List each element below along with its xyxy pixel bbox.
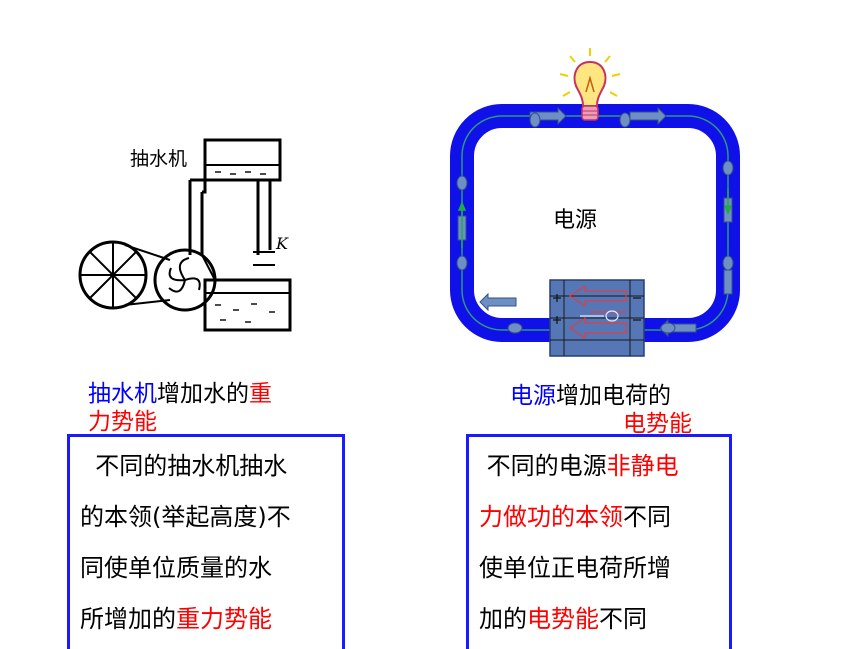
right-caption-key: 电势能 [623, 411, 692, 437]
left-explanation-line-text: 不同的抽水机抽水 [80, 452, 288, 480]
left-explanation-line: 不同的抽水机抽水 [80, 441, 342, 492]
right-explanation-box: 不同的电源非静电力做功的本领不同使单位正电荷所增加的电势能不同 [466, 434, 732, 649]
left-explanation-line: 的本领(举起高度)不 [80, 492, 342, 543]
right-explanation-line: 使单位正电荷所增 [479, 543, 729, 594]
right-explanation-line-text: 不同 [623, 503, 671, 531]
light-bulb [559, 48, 621, 121]
circuit-diagram [450, 48, 740, 357]
left-caption-key-2: 力势能 [88, 409, 157, 435]
left-caption-key-1: 重 [249, 381, 272, 407]
right-explanation-line-text: 不同 [599, 605, 647, 633]
lower-tank [203, 278, 292, 332]
left-explanation-line-text: 重力势能 [176, 605, 272, 633]
left-explanation-line-text: 所增加的 [80, 605, 176, 633]
pipes [188, 178, 272, 255]
right-explanation-lines: 不同的电源非静电力做功的本领不同使单位正电荷所增加的电势能不同 [479, 441, 729, 645]
left-explanation-line: 所增加的重力势能 [80, 594, 342, 645]
right-caption: 电源增加电荷的电势能 [510, 382, 720, 438]
right-explanation-line: 不同的电源非静电 [479, 441, 729, 492]
valve [253, 251, 275, 266]
pump-diagram [78, 138, 292, 332]
right-explanation-line: 力做功的本领不同 [479, 492, 729, 543]
pump-impeller [153, 248, 217, 312]
pump-label: 抽水机 [130, 148, 188, 170]
right-caption-verb: 增加电荷的 [556, 383, 671, 409]
right-caption-subject: 电源 [510, 383, 556, 409]
valve-label: K [276, 234, 288, 253]
right-explanation-line-text: 加的 [479, 605, 527, 633]
right-explanation-line-text: 不同的电源 [479, 452, 607, 480]
left-explanation-line: 同使单位质量的水 [80, 543, 342, 594]
left-explanation-line-text: 同使单位质量的水 [80, 554, 272, 582]
power-source [549, 279, 645, 357]
right-explanation-line-text: 使单位正电荷所增 [479, 554, 671, 582]
right-explanation-line: 加的电势能不同 [479, 594, 729, 645]
right-explanation-line-text: 电势能 [527, 605, 599, 633]
upper-tank [203, 138, 282, 182]
left-caption: 抽水机增加水的重力势能 [88, 380, 328, 436]
flywheel [78, 240, 171, 310]
left-explanation-lines: 不同的抽水机抽水的本领(举起高度)不同使单位质量的水所增加的重力势能 [80, 441, 342, 645]
right-explanation-line-text: 力做功的本领 [479, 503, 623, 531]
left-caption-subject: 抽水机 [88, 381, 157, 407]
left-explanation-line-text: 的本领(举起高度)不 [80, 503, 291, 531]
left-explanation-box: 不同的抽水机抽水的本领(举起高度)不同使单位质量的水所增加的重力势能 [67, 434, 345, 649]
source-label: 电源 [553, 208, 598, 233]
left-caption-verb: 增加水的 [157, 381, 249, 407]
right-explanation-line-text: 非静电 [606, 452, 679, 480]
